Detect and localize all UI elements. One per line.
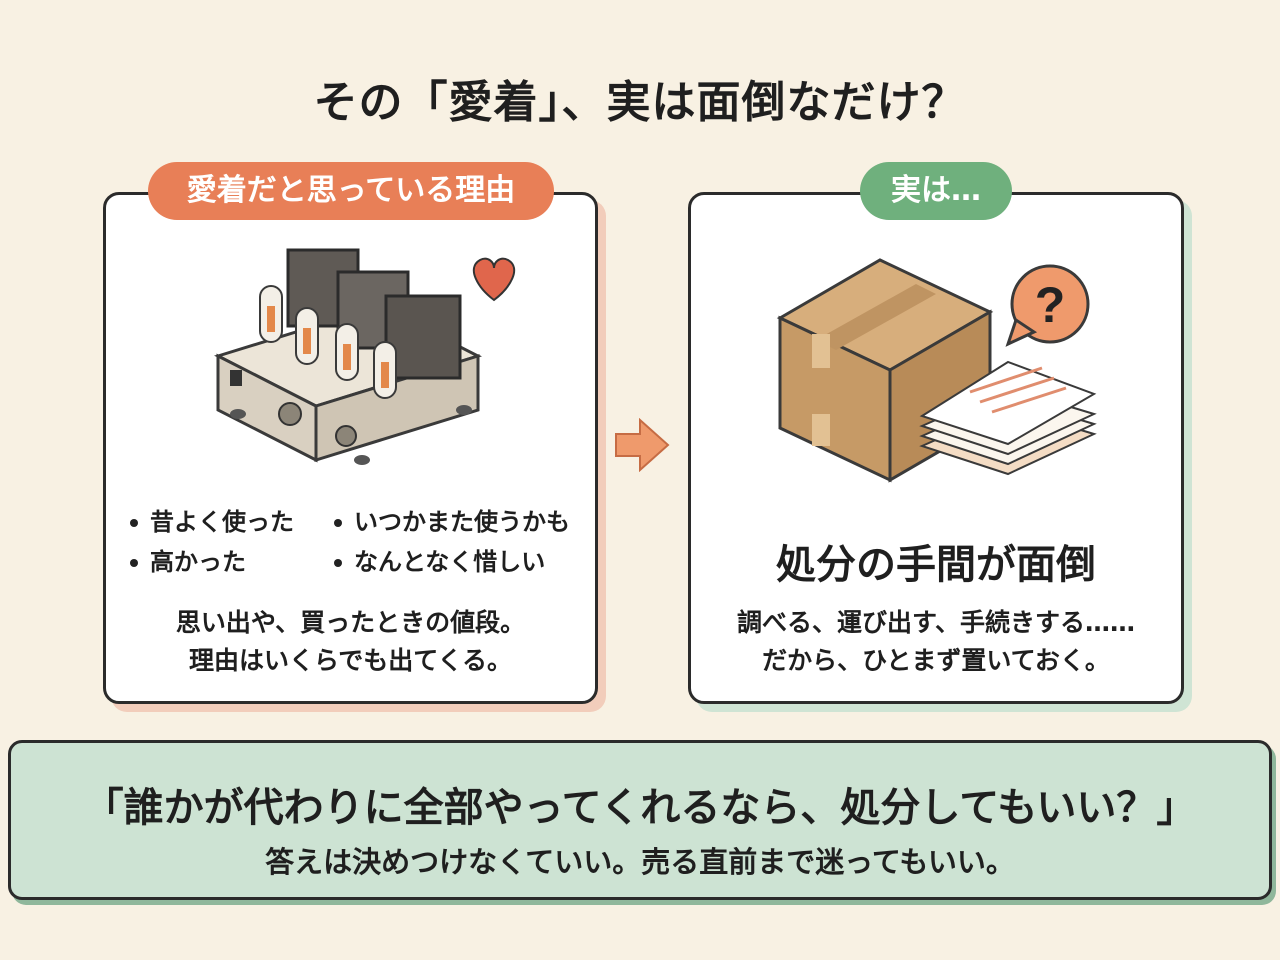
- list-item: 高かった: [130, 542, 246, 577]
- question-banner: 「誰かが代わりに全部やってくれるなら、処分してもいい？」 答えは決めつけなくてい…: [8, 740, 1272, 900]
- cardboard-box-and-paperwork-illustration: ?: [776, 258, 1097, 483]
- list-item: いつかまた使うかも: [334, 502, 570, 537]
- left-panel-label: 愛着だと思っている理由: [148, 162, 554, 220]
- bullet-dot-icon: [334, 519, 342, 527]
- bullet-dot-icon: [334, 559, 342, 567]
- right-panel-note: 調べる、運び出す、手続きする…… だから、ひとまず置いておく。: [736, 608, 1135, 675]
- question-mark-icon: ?: [1035, 277, 1066, 333]
- tube-amplifier-illustration: [214, 248, 515, 465]
- left-panel-note: 思い出や、買ったときの値段。 理由はいくらでも出てくる。: [175, 608, 526, 675]
- page-title: その「愛着」、実は面倒なだけ？: [313, 77, 967, 128]
- right-panel-label: 実は…: [860, 162, 1012, 220]
- banner-subtext: 答えは決めつけなくていい。売る直前まで迷ってもいい。: [265, 845, 1015, 879]
- list-item: なんとなく惜しい: [334, 542, 545, 577]
- arrow-right-icon: [615, 418, 670, 472]
- bullet-dot-icon: [130, 559, 138, 567]
- bullet-dot-icon: [130, 519, 138, 527]
- right-panel-heading: 処分の手間が面倒: [776, 542, 1096, 588]
- banner-question: 「誰かが代わりに全部やってくれるなら、処分してもいい？」: [83, 785, 1197, 831]
- list-item: 昔よく使った: [130, 502, 294, 537]
